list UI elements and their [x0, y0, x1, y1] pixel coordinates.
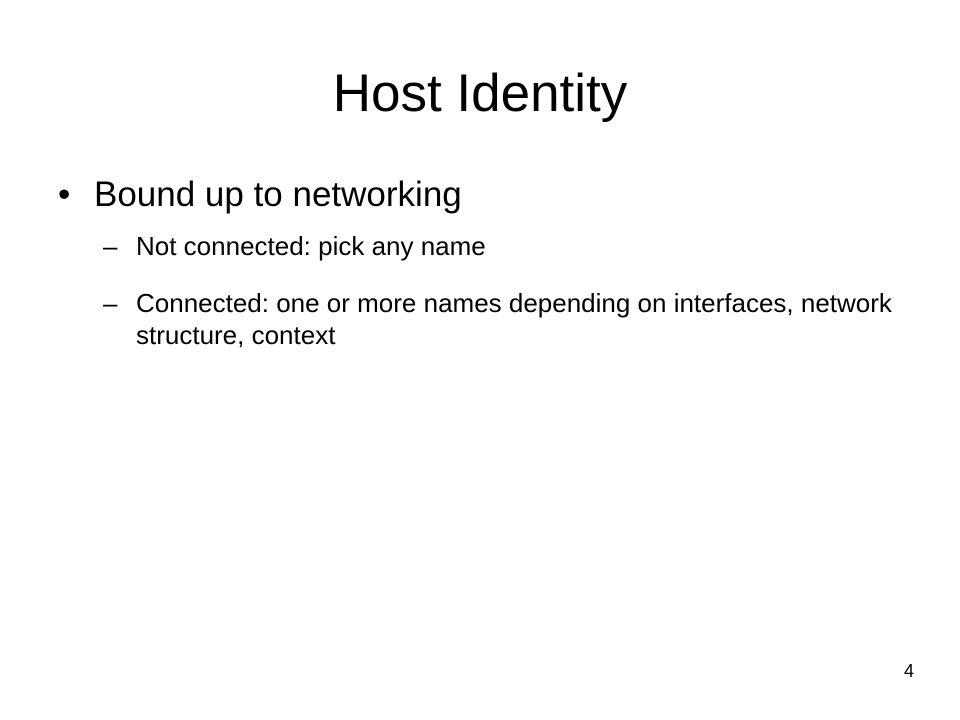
slide-title: Host Identity — [332, 64, 628, 123]
bullet-marker: • — [58, 175, 71, 214]
sub-bullet-text: Connected: one or more names depending o… — [136, 288, 892, 350]
bullet-item: • Bound up to networking — [58, 171, 918, 219]
sub-bullet-item: – Connected: one or more names depending… — [103, 287, 923, 351]
bullet-text: Bound up to networking — [94, 175, 462, 214]
sub-bullet-marker: – — [103, 288, 118, 318]
page-number: 4 — [903, 661, 914, 681]
sub-bullet-marker: – — [103, 231, 118, 261]
sub-bullet-text: Not connected: pick any name — [136, 231, 486, 261]
sub-bullet-item: – Not connected: pick any name — [103, 230, 923, 262]
